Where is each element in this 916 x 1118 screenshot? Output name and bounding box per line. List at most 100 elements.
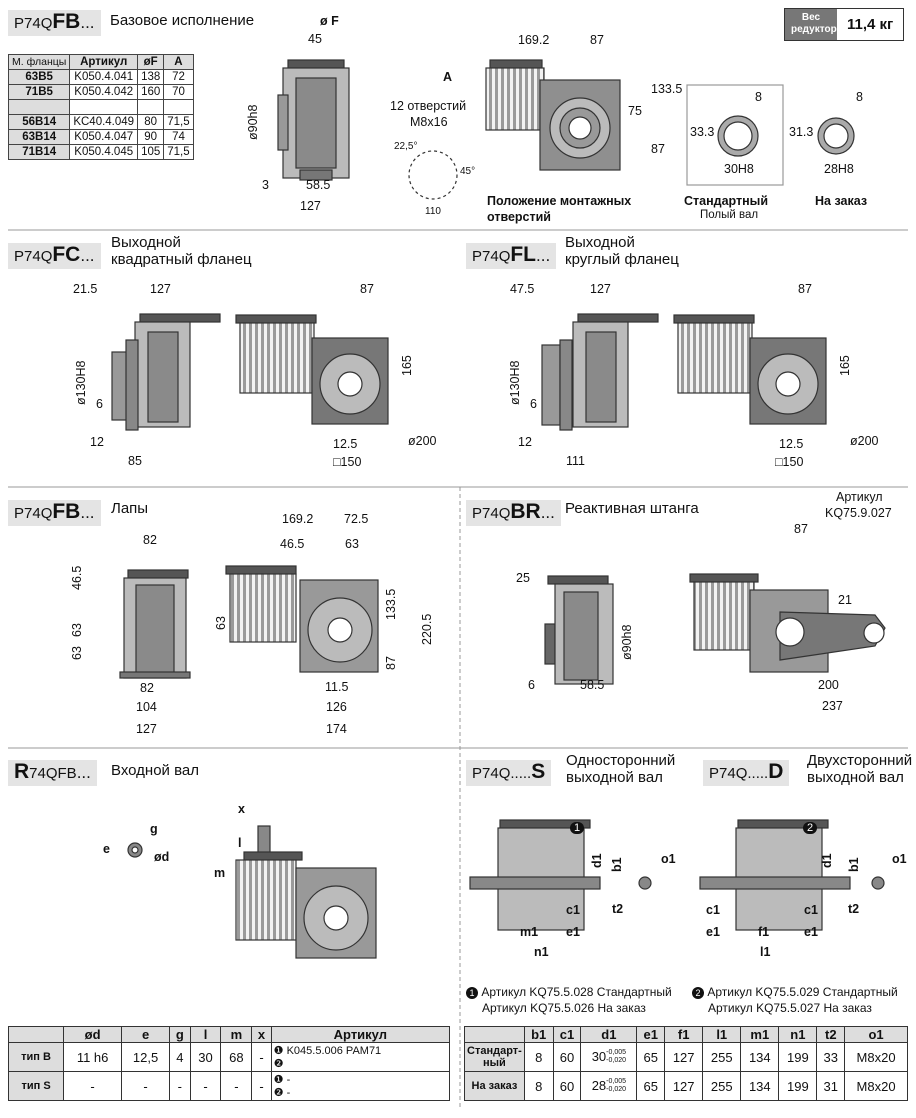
weight-label: Вес редуктора xyxy=(785,9,842,40)
table-cell: M8x20 xyxy=(844,1042,908,1072)
section-br-caption: P74QBR... xyxy=(466,500,561,526)
s-d1: d1 xyxy=(590,853,604,868)
fbl-d63a: 63 xyxy=(70,623,84,637)
weight-value: 11,4 кг xyxy=(847,16,894,33)
br-d21: 21 xyxy=(838,593,852,607)
fbl-d115: 11.5 xyxy=(325,680,349,694)
fbl-d63c: 63 xyxy=(345,537,359,551)
table-cell: 8 xyxy=(523,1071,554,1101)
std-d30: 30H8 xyxy=(724,162,754,176)
fc-d200: ø200 xyxy=(408,434,437,448)
br-desc: Реактивная штанга xyxy=(565,500,699,517)
section-fb-desc: Базовое исполнение xyxy=(110,12,255,29)
input-header: m xyxy=(220,1026,253,1043)
fbl-d174: 174 xyxy=(326,722,347,736)
shaft-header: t2 xyxy=(816,1026,846,1043)
fl-d125: 12.5 xyxy=(779,437,804,451)
table-cell: 71B14 xyxy=(7,144,71,160)
s-num: 1 xyxy=(570,822,585,834)
std-title: Стандартный xyxy=(684,194,769,208)
table-cell: 71,5 xyxy=(163,144,194,160)
r-m: m xyxy=(214,866,226,880)
fbl-d63d: 63 xyxy=(214,616,228,630)
fb-ang1: 22,5° xyxy=(394,141,418,152)
fc-d6: 6 xyxy=(96,397,103,411)
br-d90: ø90h8 xyxy=(620,624,634,660)
fbl-d465b: 46.5 xyxy=(280,537,305,551)
flange-header: A xyxy=(163,54,194,70)
fl-d111: 111 xyxy=(566,454,586,468)
d-c1b: c1 xyxy=(804,903,818,917)
table-cell: 60 xyxy=(552,1071,582,1101)
shaft-header: c1 xyxy=(552,1026,582,1043)
fc-d87: 87 xyxy=(360,282,374,296)
fc-d125: 12.5 xyxy=(333,437,358,451)
fl-d165: 165 xyxy=(838,355,852,376)
fl-d127: 127 xyxy=(590,282,611,296)
fb-d127: 127 xyxy=(300,199,321,213)
table-cell: 127 xyxy=(664,1042,704,1072)
std-d8: 8 xyxy=(755,90,762,104)
section-fb-caption: P74QFB... xyxy=(8,10,101,36)
fb-d87: 87 xyxy=(590,33,604,47)
fbl-d1692: 169.2 xyxy=(282,512,314,526)
fb-phi90: ø90h8 xyxy=(246,104,260,140)
fl-d475: 47.5 xyxy=(510,282,535,296)
fb-d1692: 169.2 xyxy=(518,33,550,47)
table-cell: 71B5 xyxy=(7,84,71,100)
fbl-d82b: 82 xyxy=(140,681,154,695)
s-m1: m1 xyxy=(520,925,539,939)
s-e1: e1 xyxy=(566,925,580,939)
table-cell: 127 xyxy=(664,1071,704,1101)
d-desc2: выходной вал xyxy=(807,769,904,786)
fl-d130: ø130H8 xyxy=(508,360,522,405)
br-art2: KQ75.9.027 xyxy=(825,506,892,520)
fbl-d63b: 63 xyxy=(70,646,84,660)
table-cell: 8 xyxy=(523,1042,554,1072)
fb-d1335: 133.5 xyxy=(651,82,683,96)
d-b1: b1 xyxy=(847,857,861,872)
table-cell: 11 h6 xyxy=(63,1042,123,1072)
fb-holes: 12 отверстий xyxy=(390,99,467,113)
fb-phiF: ø F xyxy=(320,14,339,28)
fb-d87b: 87 xyxy=(651,142,665,156)
opt-d8: 8 xyxy=(856,90,863,104)
input-header: x xyxy=(251,1026,272,1043)
fbl-d126: 126 xyxy=(326,700,347,714)
r-od: ød xyxy=(154,850,170,864)
fl-d200: ø200 xyxy=(850,434,879,448)
fbl-d465: 46.5 xyxy=(70,565,84,590)
r-e: e xyxy=(103,842,110,856)
d-f1: f1 xyxy=(758,925,770,939)
std-d333: 33.3 xyxy=(690,125,715,139)
table-cell: 30-0,005-0,020 xyxy=(580,1042,638,1072)
fb-ang2: 45° xyxy=(460,166,476,177)
fb-dA: A xyxy=(443,70,453,84)
table-cell: 134 xyxy=(740,1071,780,1101)
table-cell: 60 xyxy=(552,1042,582,1072)
fc-d150: □150 xyxy=(333,455,362,469)
input-header: ød xyxy=(63,1026,123,1043)
weight-box: Вес редуктора 11,4 кг xyxy=(784,8,905,41)
fbl-d725: 72.5 xyxy=(344,512,369,526)
table-cell: 105 xyxy=(137,144,165,160)
fc-desc2: квадратный фланец xyxy=(111,251,252,268)
fbl-d2205: 220.5 xyxy=(420,613,434,645)
r-g: g xyxy=(150,822,158,836)
fb-mount1: Положение монтажных xyxy=(487,194,632,208)
fb-holes2: M8x16 xyxy=(410,115,448,129)
fbl-d82: 82 xyxy=(143,533,157,547)
fb-d3: 3 xyxy=(262,178,269,192)
br-d25: 25 xyxy=(516,571,530,585)
table-cell: - xyxy=(251,1042,272,1072)
r-l: l xyxy=(238,836,242,850)
